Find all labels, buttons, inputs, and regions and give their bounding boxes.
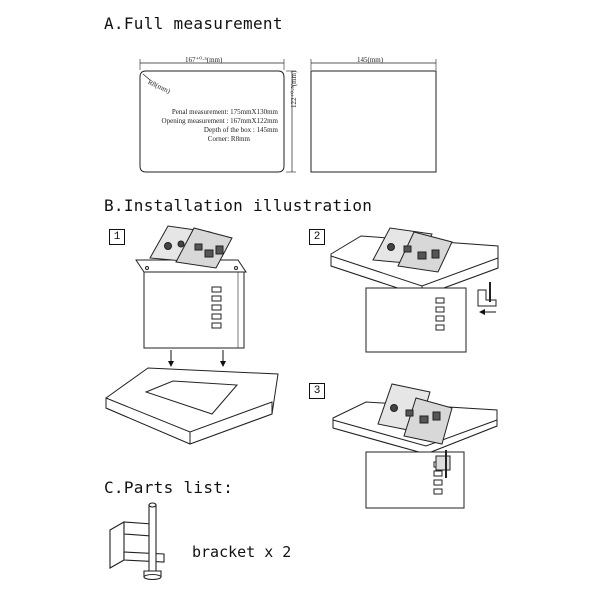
section-a-heading: A.Full measurement <box>104 14 283 33</box>
box-rectangle <box>310 59 437 173</box>
bracket-drawing <box>109 502 165 581</box>
side-height-label: 122⁺⁰·⁵(mm) <box>290 70 298 108</box>
spec-box-depth: Depth of the box : 145mm <box>203 126 278 134</box>
opening-rectangle <box>139 59 296 173</box>
step-number-1: 1 <box>109 229 125 245</box>
box-width-label: 145(mm) <box>357 56 384 64</box>
step3-assembly <box>332 383 498 509</box>
section-b-heading: B.Installation illustration <box>104 196 373 215</box>
step1-socket-box <box>135 225 247 349</box>
step2-assembly <box>330 227 499 353</box>
section-c-heading: C.Parts list: <box>104 478 234 497</box>
step-number-3: 3 <box>309 383 325 399</box>
spec-opening-measurement: Opening measurement : 167mmX122mm <box>161 117 278 125</box>
spec-panel-measurement: Penal measurement: 175mmX130mm <box>171 108 278 116</box>
top-width-label: 167⁺⁰·⁵(mm) <box>185 56 223 64</box>
spec-corner: Corner: R8mm <box>207 135 250 143</box>
table-frame <box>105 367 279 445</box>
step-number-2: 2 <box>309 229 325 245</box>
bracket-quantity-label: bracket x 2 <box>192 543 292 561</box>
